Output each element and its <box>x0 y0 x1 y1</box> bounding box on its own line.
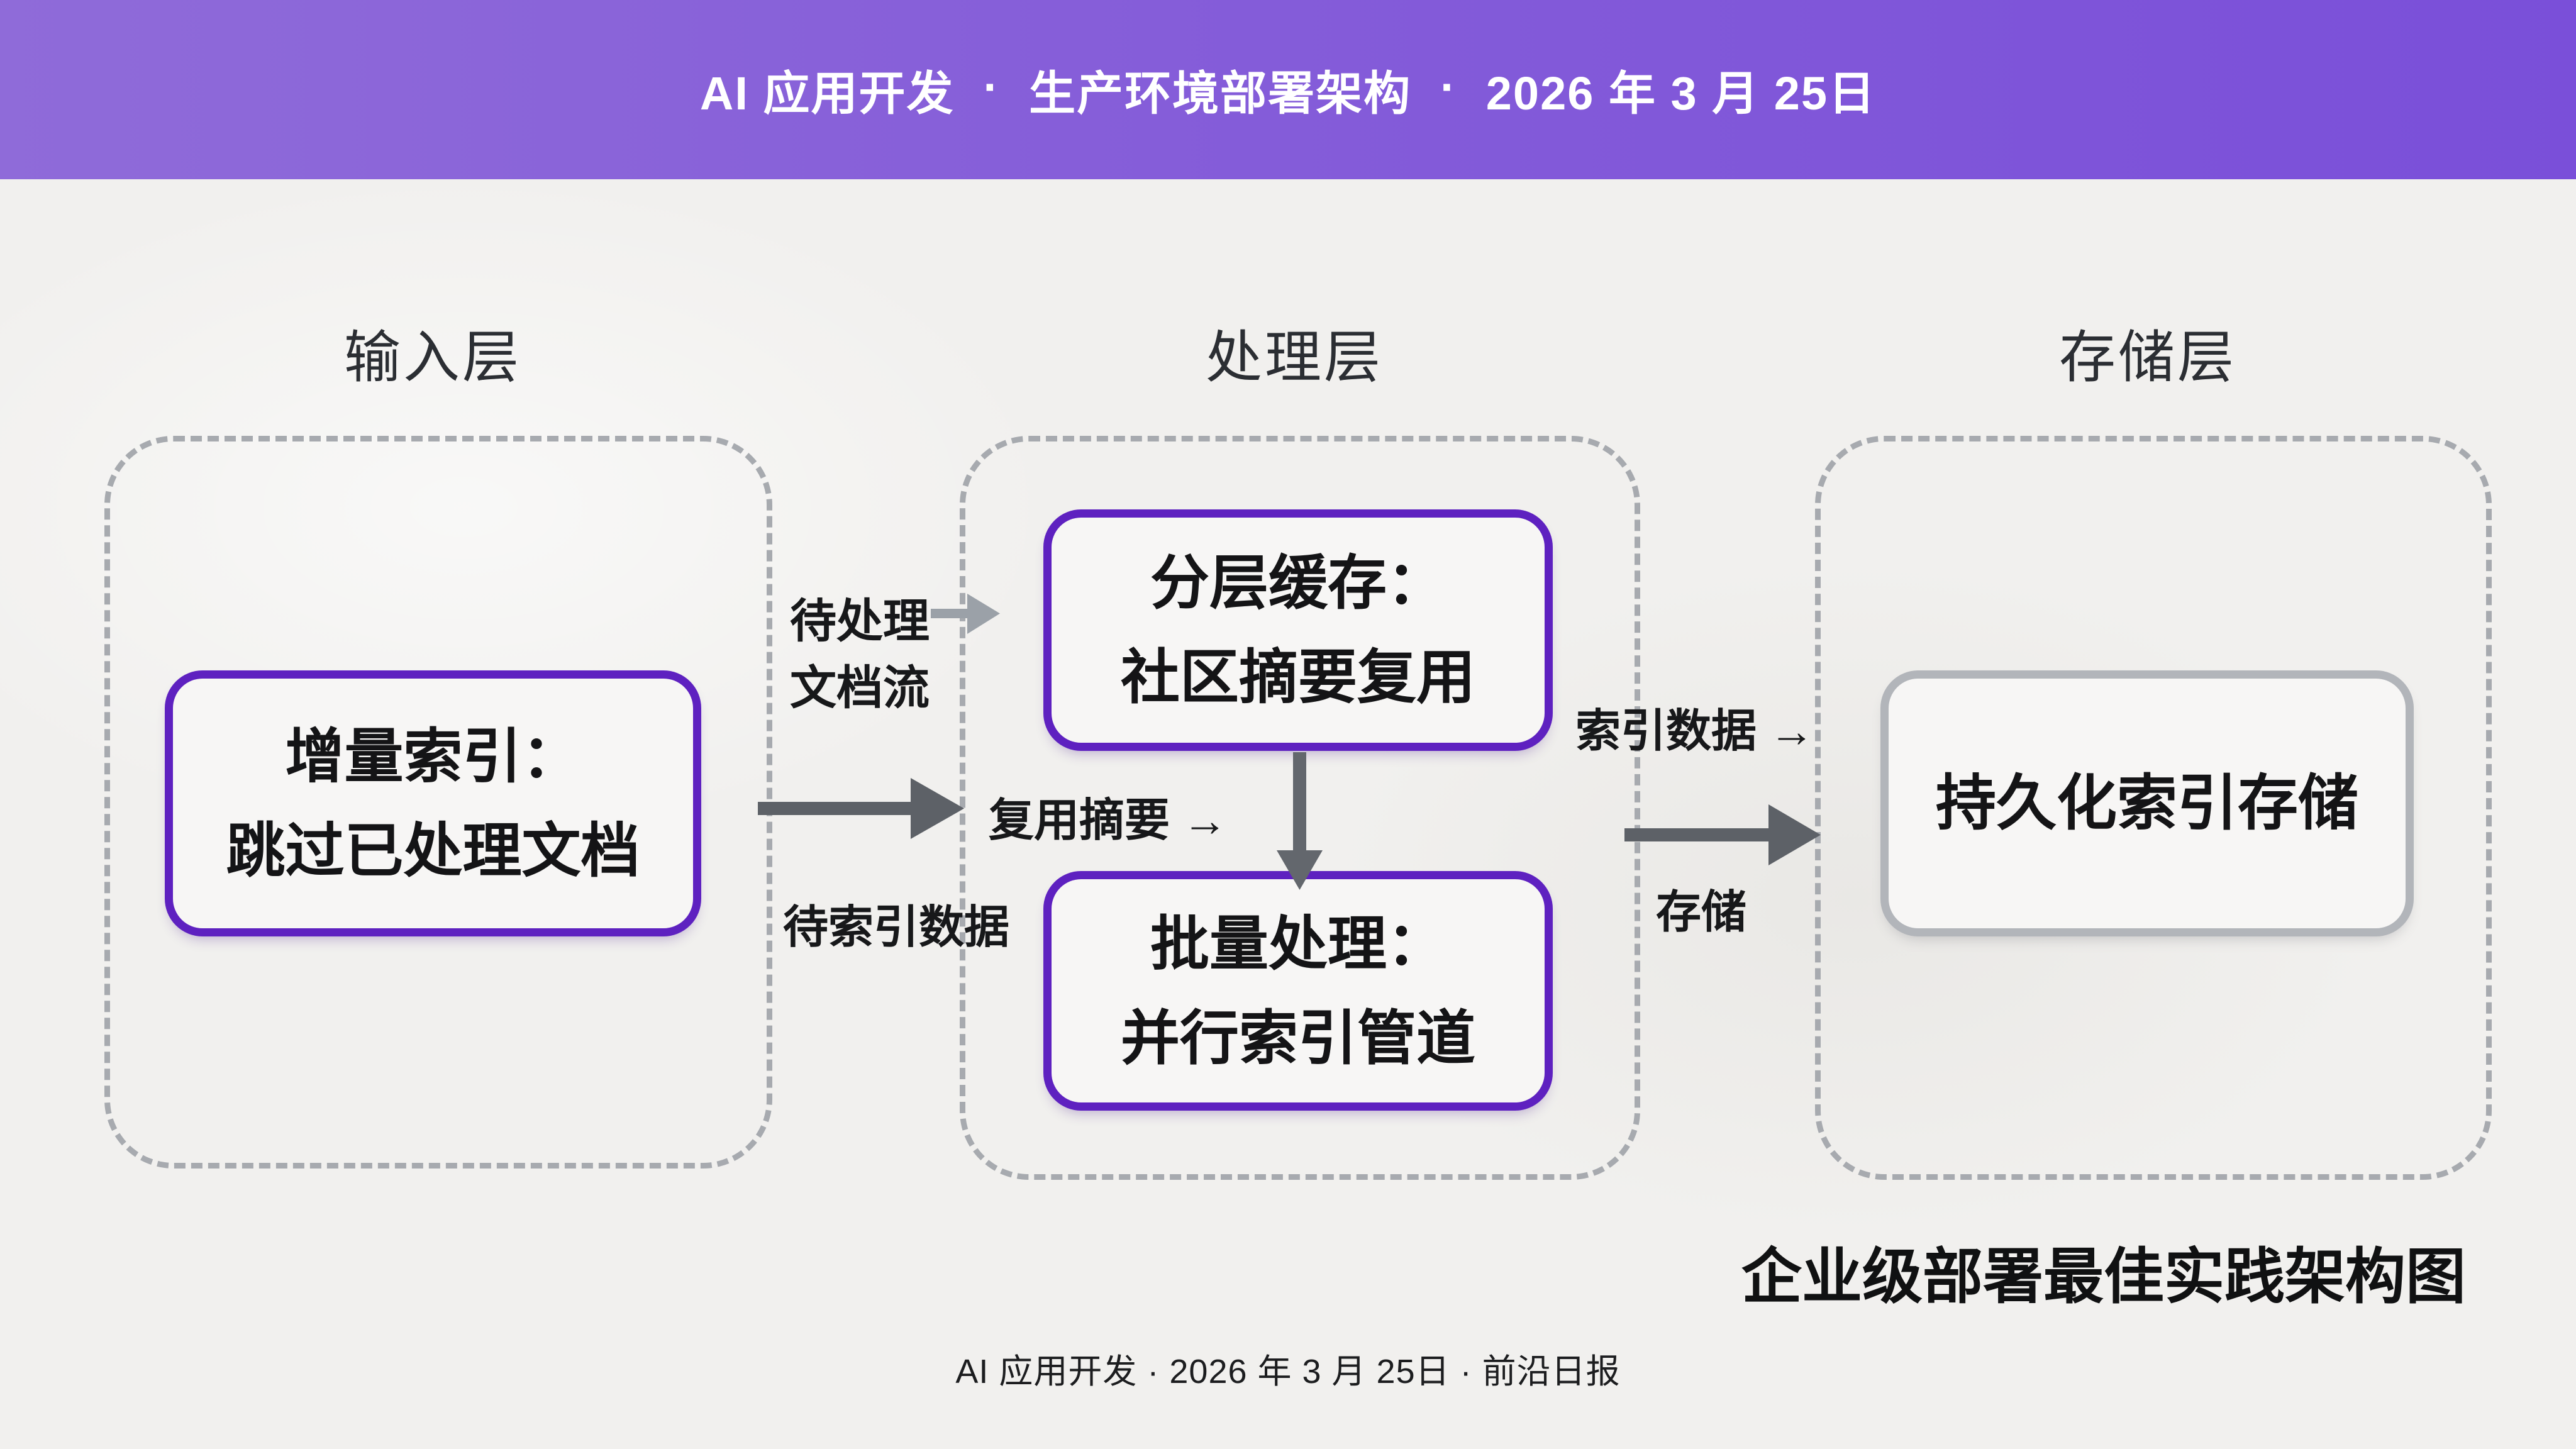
footer-credit: AI 应用开发 · 2026 年 3 月 25日 · 前沿日报 <box>955 1353 1621 1391</box>
node-line: 跳过已处理文档 <box>226 817 640 884</box>
arrow-input-to-processing-icon <box>758 778 964 839</box>
node-incremental-indexing: 增量索引： 跳过已处理文档 <box>165 670 701 936</box>
diagram-caption: 企业级部署最佳实践架构图 <box>1741 1243 2466 1311</box>
label-reuse-summary: 复用摘要 → <box>989 796 1228 846</box>
node-persistent-index-storage: 持久化索引存储 <box>1880 670 2414 936</box>
header-segment-app: AI 应用开发 <box>699 67 955 119</box>
header-segment-subject: 生产环境部署架构 <box>1029 67 1412 119</box>
node-batch-processing: 批量处理： 并行索引管道 <box>1043 871 1553 1111</box>
storage-layer-title: 存储层 <box>2059 326 2236 389</box>
arrow-processing-to-storage-icon <box>1624 804 1821 865</box>
node-line: 持久化索引存储 <box>1936 769 2358 837</box>
label-pending-doc-stream: 待处理 文档流 <box>762 588 957 721</box>
node-line: 社区摘要复用 <box>1120 644 1475 710</box>
header-separator: · <box>983 61 1001 113</box>
header-segment-date: 2026 年 3 月 25日 <box>1485 67 1877 119</box>
header-separator: · <box>1440 61 1457 113</box>
input-layer-title: 输入层 <box>344 326 521 389</box>
label-pending-line2: 文档流 <box>790 662 930 714</box>
node-line: 增量索引： <box>285 723 581 789</box>
node-layered-cache: 分层缓存： 社区摘要复用 <box>1043 509 1553 751</box>
label-pending-line1: 待处理 <box>790 595 930 647</box>
node-line: 并行索引管道 <box>1120 1004 1475 1071</box>
node-line: 分层缓存： <box>1150 550 1446 616</box>
processing-layer-title: 处理层 <box>1206 326 1383 389</box>
label-index-data: 索引数据 → <box>1575 706 1815 757</box>
node-line: 批量处理： <box>1150 910 1446 977</box>
header-banner: AI 应用开发 · 生产环境部署架构 · 2026 年 3 月 25日 <box>0 0 2576 179</box>
label-store: 存储 <box>1655 887 1746 938</box>
label-pending-index-data: 待索引数据 <box>783 902 1010 953</box>
